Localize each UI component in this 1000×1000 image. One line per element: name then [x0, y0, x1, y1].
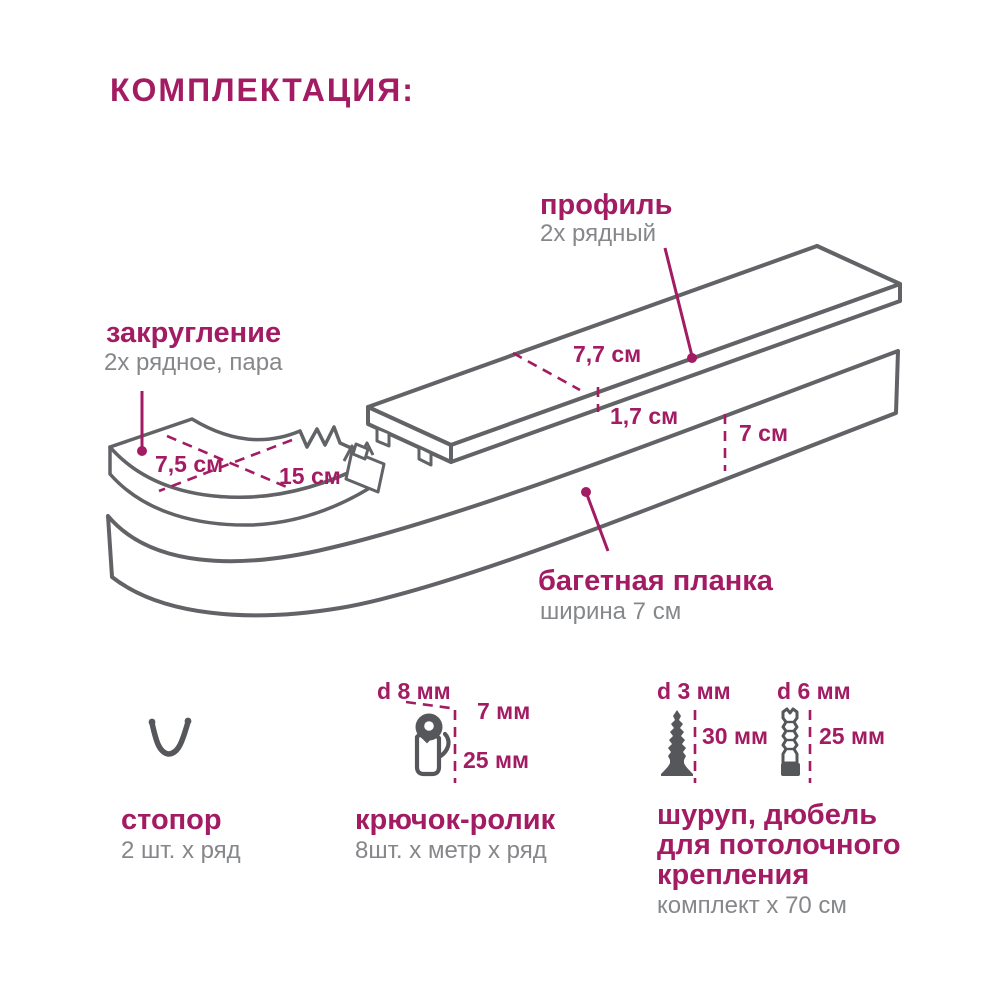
dowel-flange [781, 763, 800, 776]
corner-connector-notch [351, 442, 370, 461]
corner-width-dim: 7,5 см [155, 451, 224, 477]
corner-leader-dot [137, 446, 147, 456]
profile-leader-dot [687, 353, 697, 363]
corner-width-dash [166, 434, 290, 490]
dowel-diameter-dim: d 6 мм [777, 678, 851, 704]
hook-offset-dim: 7 мм [477, 698, 531, 724]
hook-lip [436, 731, 451, 760]
profile-channel-rib-1 [375, 426, 391, 448]
hook-roller-label: крючок-ролик [355, 804, 556, 836]
screw-dowel-qty: комплект х 70 см [657, 892, 847, 919]
profile-sublabel: 2х рядный [540, 220, 657, 247]
stopper-body [149, 719, 191, 757]
corner-label: закругление [106, 317, 282, 349]
screw-dowel-label-line2: для потолочного [657, 829, 901, 861]
baguette-drawing [106, 349, 900, 618]
hook-diameter-dash [405, 700, 451, 710]
corner-connector-tab [344, 449, 386, 494]
page-title: КОМПЛЕКТАЦИЯ: [110, 72, 415, 108]
screw-dowel-label-line1: шуруп, дюбель [657, 799, 878, 831]
baguette-label: багетная планка [538, 565, 773, 597]
profile-channel-rib-2 [417, 445, 433, 467]
profile-leader-line [663, 247, 694, 357]
screw-dowel-label-line3: крепления [657, 859, 810, 891]
profile-thickness-dim: 1,7 см [610, 403, 679, 429]
stopper-icon [148, 717, 192, 757]
roller-hole [424, 721, 434, 731]
corner-sublabel: 2х рядное, пара [104, 349, 283, 376]
hook-roller-qty: 8шт. х метр х ряд [355, 837, 547, 864]
profile-left-end-face [366, 405, 453, 464]
stopper-knob-right [184, 717, 192, 725]
baguette-leader-line [584, 491, 610, 552]
dowel-icon [781, 707, 800, 776]
hook-pocket [414, 732, 442, 777]
profile-label: профиль [540, 189, 673, 221]
dowel-body [781, 707, 799, 765]
corner-length-dash [158, 438, 293, 493]
hook-diameter-dim: d 8 мм [377, 678, 451, 704]
dowel-length-dim: 25 мм [819, 723, 886, 749]
profile-width-dim: 7,7 см [573, 341, 642, 367]
screw-icon [661, 710, 693, 776]
hook-roller-icon [414, 713, 451, 777]
profile-drawing [366, 244, 902, 467]
hook-height-dim: 25 мм [463, 747, 530, 773]
leader-lines [137, 247, 697, 552]
stopper-label: стопор [121, 804, 222, 836]
profile-width-dash [512, 351, 581, 392]
screw-body [661, 710, 693, 776]
baguette-height-dim: 7 см [739, 420, 788, 446]
dimension-dashes [158, 351, 812, 783]
corner-drawing [108, 417, 386, 527]
stopper-qty: 2 шт. х ряд [121, 837, 241, 864]
screw-length-dim: 30 мм [702, 723, 769, 749]
baguette-sublabel: ширина 7 см [540, 598, 682, 625]
screw-diameter-dim: d 3 мм [657, 678, 731, 704]
stopper-knob-left [148, 718, 156, 726]
baguette-front-face [106, 349, 900, 618]
dowel-barbs [785, 720, 795, 751]
corner-length-dim: 15 см [279, 463, 341, 489]
